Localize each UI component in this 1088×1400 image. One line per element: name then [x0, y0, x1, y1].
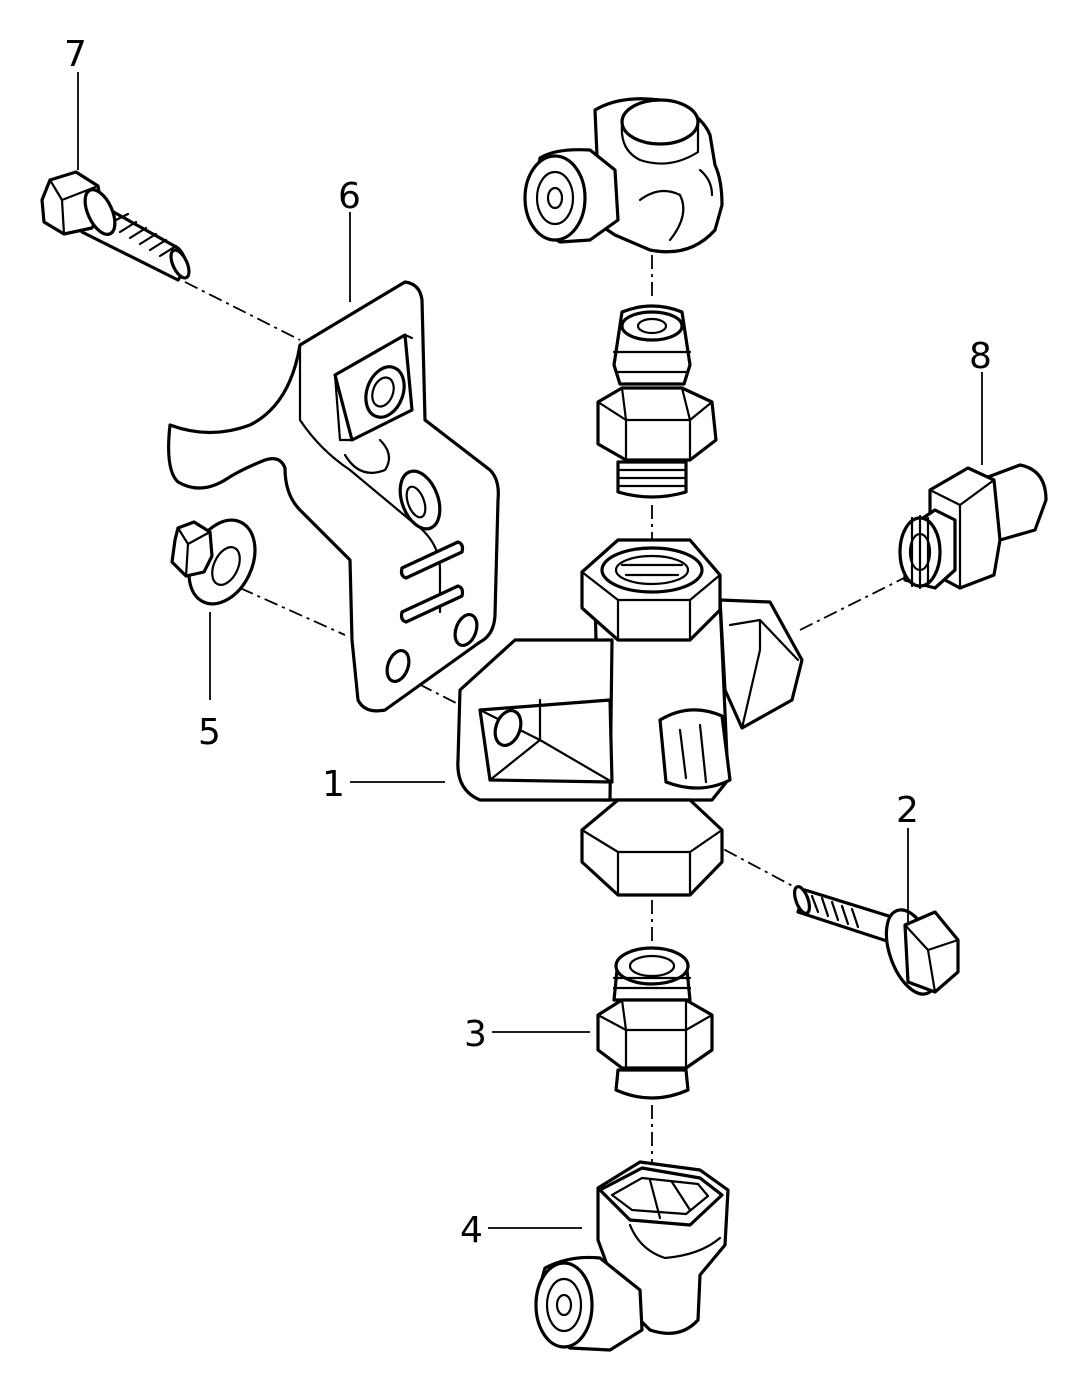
callout-6: 6	[338, 176, 361, 217]
flange-bolt-2	[793, 885, 960, 996]
callout-labels: 7 6 8 5 1 2 3 4	[64, 34, 992, 1251]
callout-3: 3	[464, 1014, 487, 1055]
lower-adapter-3	[596, 946, 714, 1100]
callout-1: 1	[322, 764, 345, 805]
side-adapter-8	[898, 463, 1048, 590]
callout-7: 7	[64, 34, 87, 75]
callout-5: 5	[198, 712, 221, 753]
top-elbow-connector	[523, 97, 724, 254]
leader-lines	[77, 72, 983, 1229]
callout-4: 4	[460, 1210, 483, 1251]
valve-body-1	[456, 538, 804, 897]
mounting-bracket-6	[167, 280, 500, 713]
flange-bolt-7	[40, 170, 191, 282]
upper-adapter	[596, 304, 718, 499]
bottom-elbow-4	[534, 1160, 730, 1352]
callout-2: 2	[896, 790, 919, 831]
callout-8: 8	[969, 336, 992, 377]
flange-nut-5	[170, 518, 257, 606]
